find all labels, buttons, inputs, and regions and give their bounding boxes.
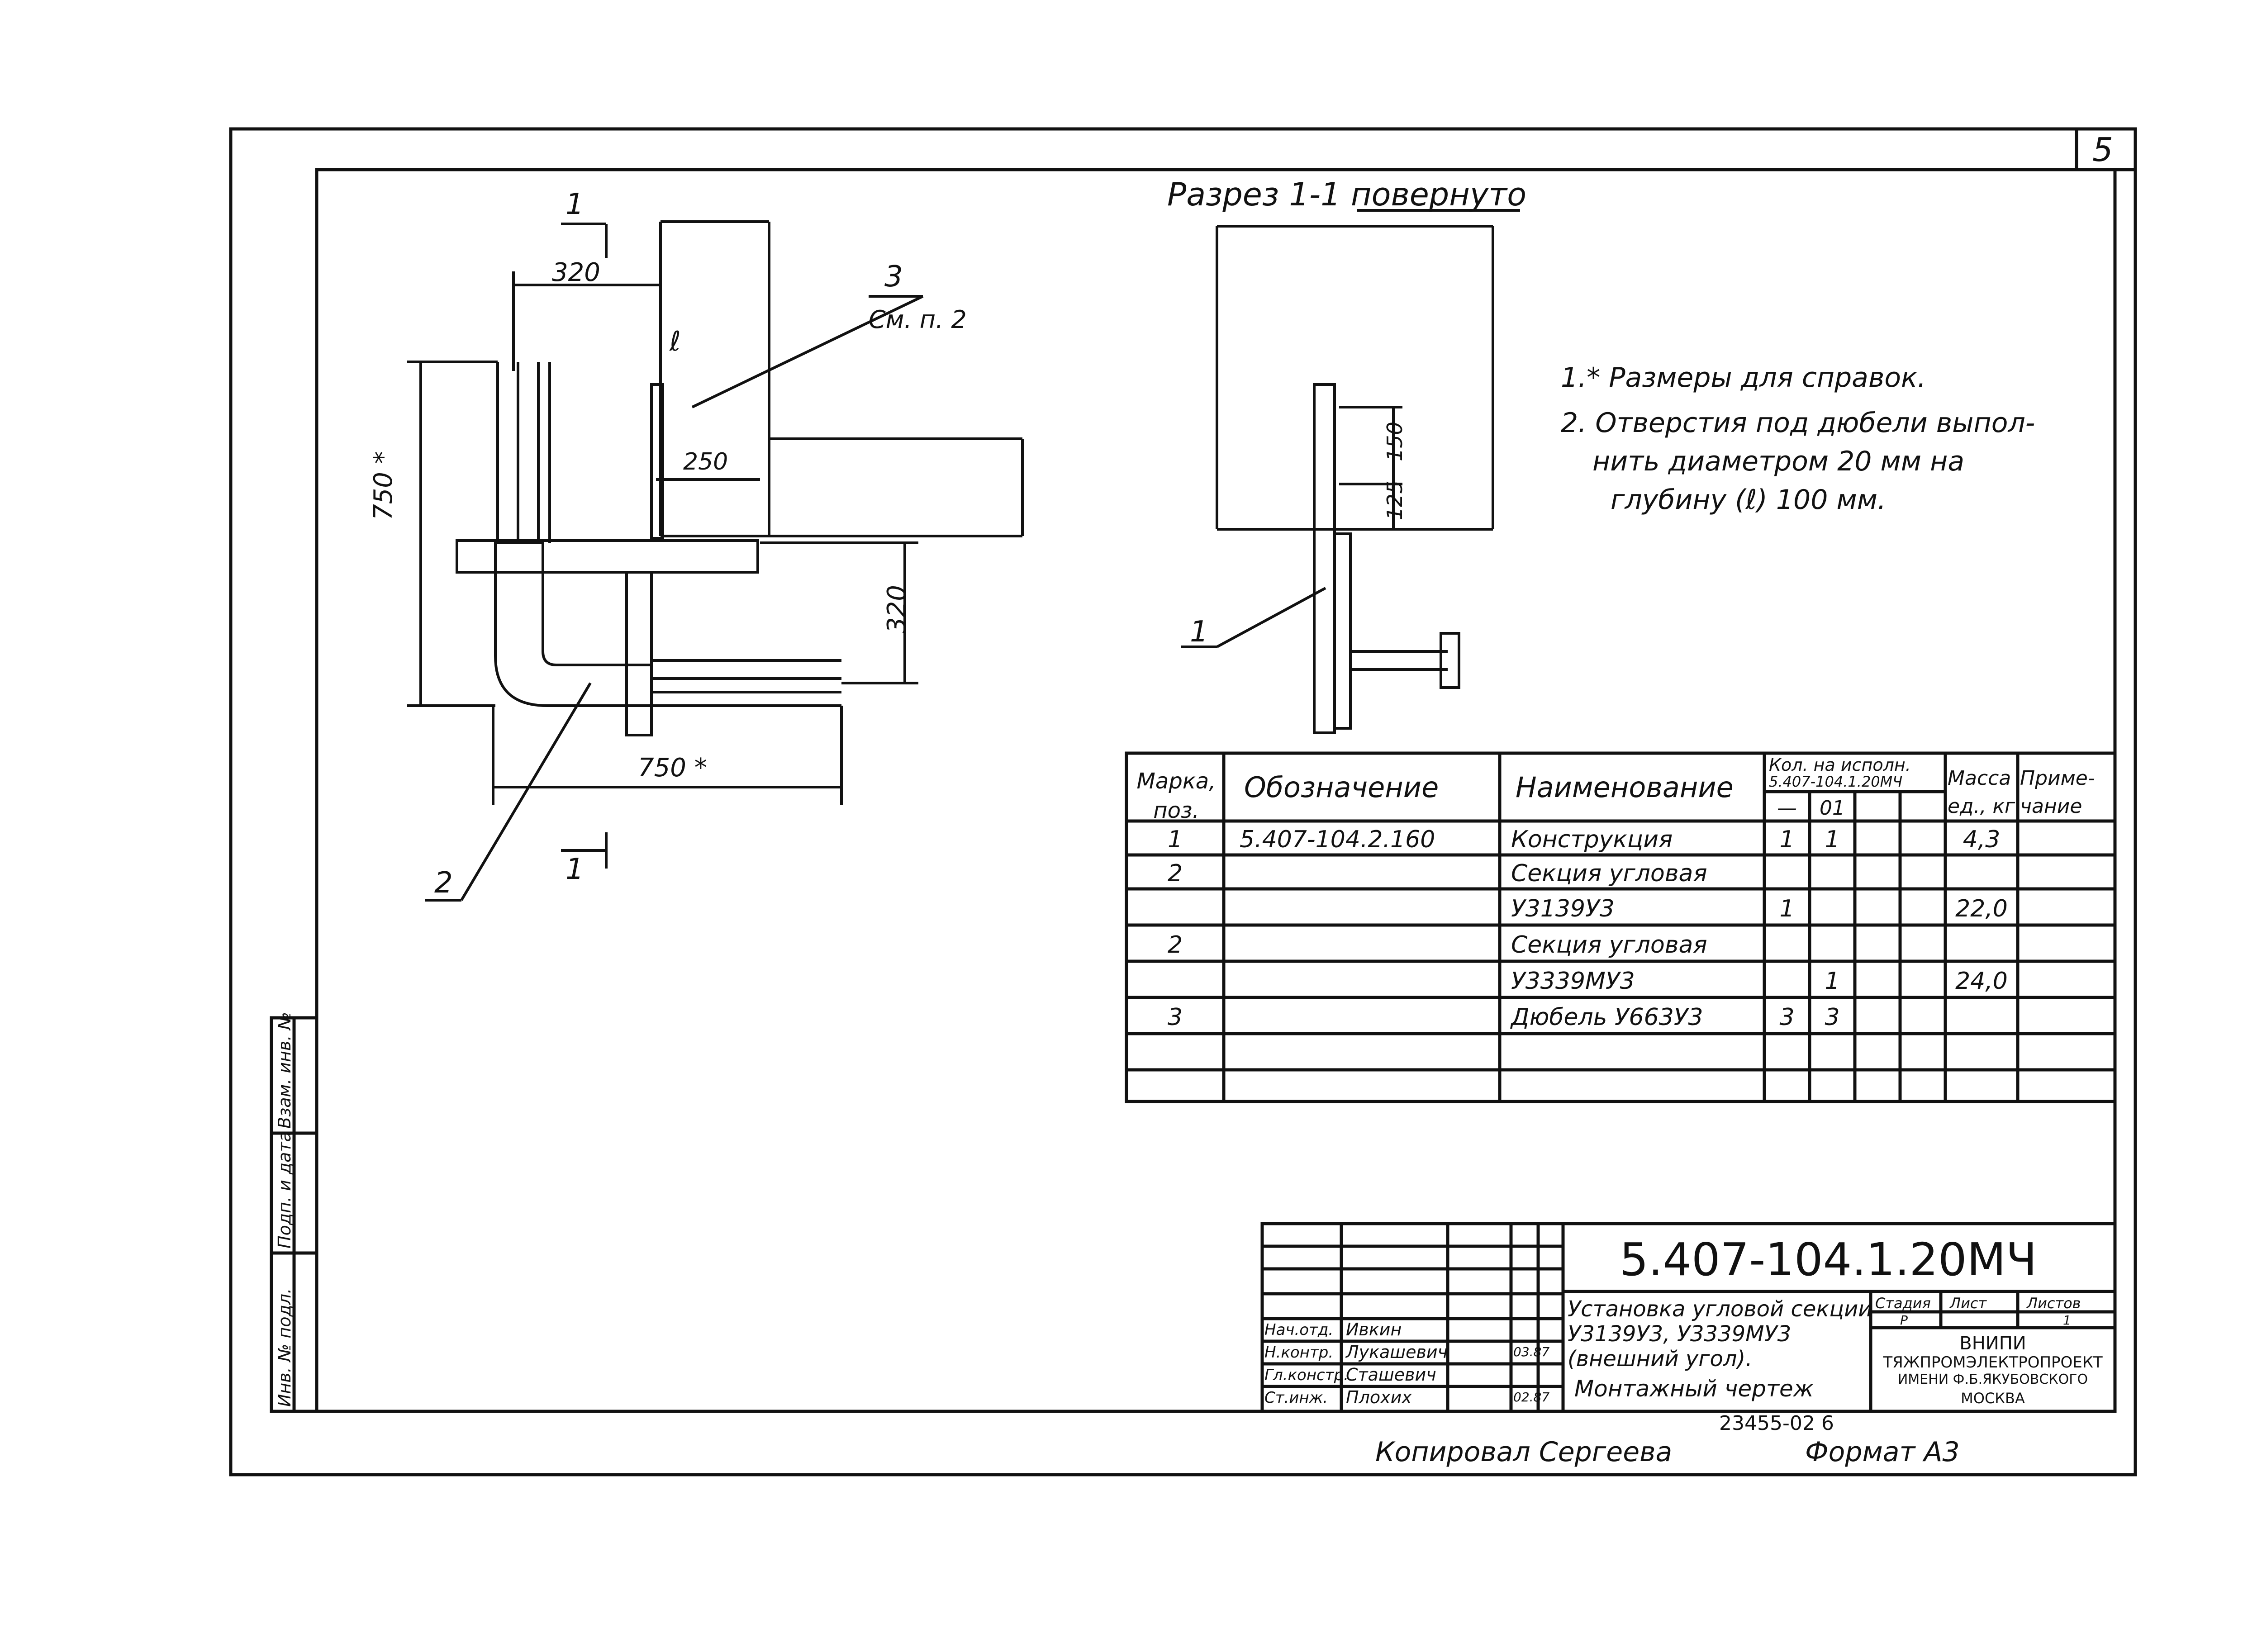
- note-line-1: 1.* Размеры для справок.: [1561, 362, 1926, 394]
- org-line-3: ИМЕНИ Ф.Б.ЯКУБОВСКОГО: [1897, 1372, 2088, 1387]
- copied-by: Копировал Сергеева: [1375, 1436, 1673, 1468]
- section-mark-bottom: 1: [566, 853, 584, 886]
- dim-height-right: 320: [882, 585, 912, 633]
- stamp-inv-no: Инв. № подл.: [275, 1288, 295, 1407]
- dim-width-bottom: 750 *: [638, 753, 707, 783]
- callout-pos2: 2: [434, 866, 453, 900]
- row6-q2: 3: [1825, 1004, 1840, 1031]
- sheets-label: Листов: [2027, 1295, 2081, 1312]
- row1-q2: 1: [1825, 826, 1840, 853]
- desc-line-3: (внешний угол).: [1568, 1346, 1753, 1372]
- hdr-qty: Кол. на исполн.: [1769, 755, 1911, 775]
- org-line-1: ВНИПИ: [1959, 1333, 2026, 1354]
- row4-name: Секция угловая: [1511, 931, 1707, 959]
- note-line-2: 2. Отверстия под дюбели выпол-: [1561, 407, 2035, 439]
- section-title: Разрез 1-1 повернуто: [1167, 176, 1527, 213]
- stage-value: Р: [1900, 1313, 1908, 1328]
- sig-role-4: Ст.инж.: [1264, 1389, 1328, 1407]
- hdr-qty-col2: 01: [1820, 797, 1845, 820]
- sig-date-2: 03.87: [1513, 1344, 1550, 1359]
- sheet-number: 5: [2092, 131, 2113, 169]
- sig-role-1: Нач.отд.: [1264, 1321, 1334, 1339]
- sig-name-4: Плохих: [1346, 1387, 1412, 1407]
- side-stamp: [270, 1016, 318, 1413]
- sig-name-3: Сташевич: [1346, 1365, 1436, 1385]
- row5-name: У3339МУ3: [1511, 968, 1635, 995]
- hdr-note: Приме- чание: [2020, 767, 2095, 818]
- sheet-number-box: [2075, 127, 2137, 171]
- dim-150: 150: [1383, 422, 1407, 461]
- stamp-sign-date: Подп. и дата: [275, 1131, 295, 1248]
- desc-line-4: Монтажный чертеж: [1574, 1376, 1814, 1402]
- spec-table-grid: [1125, 751, 2117, 1103]
- dim-height-left: 750 *: [369, 451, 398, 520]
- hdr-mass: Масса ед., кг: [1948, 767, 2015, 818]
- row1-mark: 1: [1167, 826, 1183, 853]
- row3-mass: 22,0: [1955, 895, 2008, 922]
- sig-name-1: Ивкин: [1346, 1320, 1402, 1339]
- row3-q1: 1: [1779, 895, 1795, 922]
- sheets-value: 1: [2063, 1313, 2071, 1328]
- org-line-4: МОСКВА: [1961, 1390, 2025, 1407]
- desc-line-1: Установка угловой секции: [1568, 1296, 1872, 1322]
- stage-label: Стадия: [1875, 1295, 1931, 1312]
- dim-depth-label: ℓ: [670, 326, 681, 357]
- dim-width-top: 320: [552, 258, 600, 287]
- plan-view: [407, 220, 1024, 902]
- callout-pos3-note: См. п. 2: [869, 305, 967, 334]
- doc-code: 5.407-104.1.20МЧ: [1620, 1233, 2037, 1286]
- row5-q2: 1: [1825, 968, 1840, 995]
- row2-name: Секция угловая: [1511, 860, 1707, 887]
- row6-q1: 3: [1779, 1004, 1795, 1031]
- org-line-2: ТЯЖПРОМЭЛЕКТРОПРОЕКТ: [1883, 1353, 2103, 1372]
- section-mark-top: 1: [566, 188, 584, 221]
- note-line-4: глубину (ℓ) 100 мм.: [1611, 484, 1887, 516]
- row5-mass: 24,0: [1955, 968, 2008, 995]
- row1-mass: 4,3: [1963, 826, 2001, 853]
- dim-offset: 250: [683, 448, 728, 475]
- row1-designation: 5.407-104.2.160: [1240, 826, 1435, 853]
- title-block-grid: [1260, 1222, 2117, 1413]
- hdr-name: Наименование: [1516, 771, 1734, 804]
- archive-number: 23455-02 6: [1719, 1412, 1834, 1435]
- row2-mark: 2: [1167, 860, 1183, 887]
- note-line-3: нить диаметром 20 мм на: [1592, 446, 1965, 477]
- sig-role-3: Гл.констр.: [1264, 1366, 1349, 1384]
- callout-pos3: 3: [884, 260, 903, 294]
- row4-mark: 2: [1167, 931, 1183, 959]
- sig-name-2: Лукашевич: [1346, 1342, 1448, 1362]
- row1-q1: 1: [1779, 826, 1795, 853]
- hdr-mark: Марка, поз.: [1136, 769, 1216, 823]
- sig-date-4: 02.87: [1513, 1390, 1550, 1405]
- desc-line-2: У3139У3, У3339МУ3: [1568, 1321, 1792, 1347]
- outer-frame: [229, 127, 2137, 1476]
- sig-role-2: Н.контр.: [1264, 1343, 1334, 1362]
- dim-125: 125: [1383, 480, 1407, 520]
- section-view: [1181, 209, 1520, 734]
- format-label: Формат А3: [1805, 1436, 1960, 1468]
- row6-name: Дюбель У663У3: [1511, 1004, 1703, 1031]
- row6-mark: 3: [1167, 1004, 1183, 1031]
- row3-name: У3139У3: [1511, 895, 1615, 922]
- hdr-qty-doc: 5.407-104.1.20МЧ: [1769, 773, 1903, 790]
- hdr-qty-col1: —: [1777, 797, 1797, 820]
- stamp-repl-inv: Взам. инв. №: [275, 1011, 295, 1129]
- row1-name: Конструкция: [1511, 826, 1673, 853]
- callout-pos1: 1: [1190, 615, 1208, 649]
- hdr-designation: Обозначение: [1244, 771, 1439, 804]
- sheet-label: Лист: [1950, 1295, 1987, 1312]
